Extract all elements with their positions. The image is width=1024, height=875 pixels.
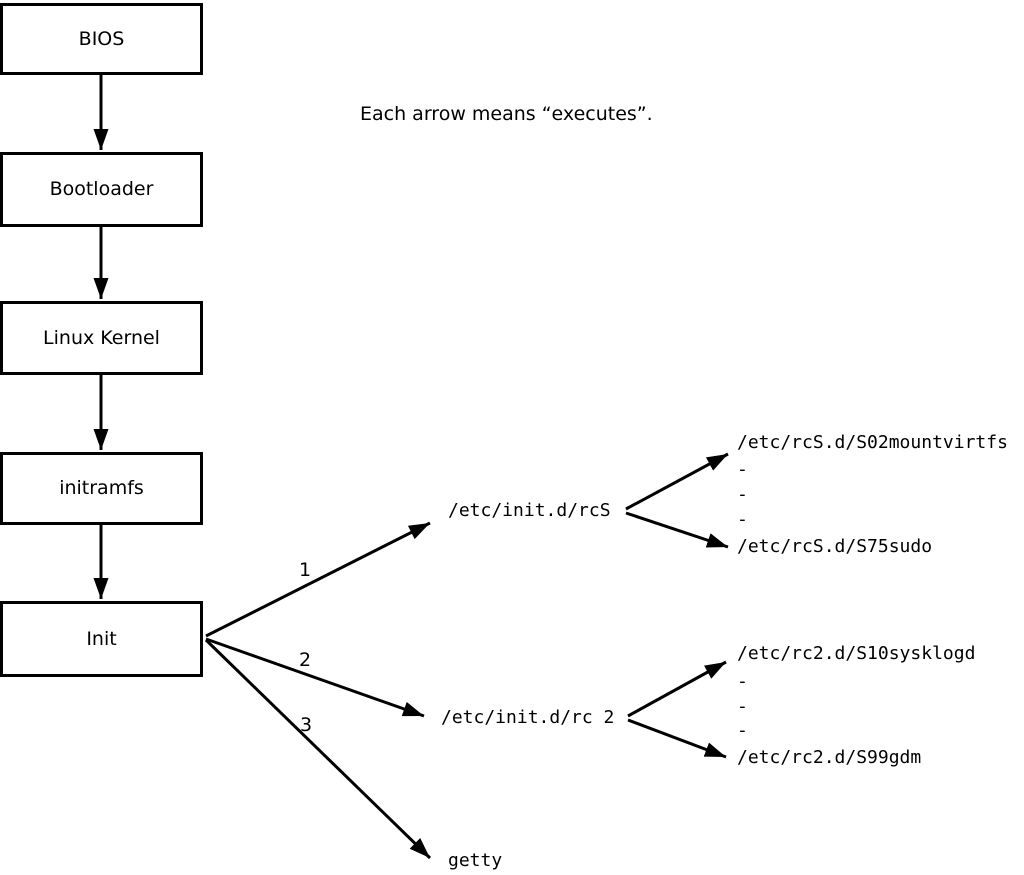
rc2d-ellipsis-dash-3: - xyxy=(737,720,748,741)
arrow-rc2-to-s10sysklogd xyxy=(627,660,727,718)
rcSd-ellipsis-dash-1: - xyxy=(737,459,748,480)
arrow-rcS-to-s02mountvirtfs xyxy=(625,452,729,511)
box-linux-kernel-label: Linux Kernel xyxy=(43,326,160,349)
arrow-init-to-rcS xyxy=(205,521,431,638)
node-rc2d-s99gdm: /etc/rc2.d/S99gdm xyxy=(737,747,922,768)
rcSd-ellipsis-dash-2: - xyxy=(737,484,748,505)
node-rcSd-s02mountvirtfs: /etc/rcS.d/S02mountvirtfs xyxy=(737,432,1008,453)
box-initramfs: initramfs xyxy=(0,452,203,525)
box-bootloader-label: Bootloader xyxy=(49,178,154,200)
branch-number-1: 1 xyxy=(298,559,312,581)
node-getty: getty xyxy=(448,850,503,871)
node-rc2-script: /etc/init.d/rc 2 xyxy=(441,707,615,728)
box-init: Init xyxy=(0,601,203,677)
rc2d-ellipsis-dash-1: - xyxy=(737,671,748,692)
node-rc2d-s10sysklogd: /etc/rc2.d/S10sysklogd xyxy=(737,643,976,664)
arrow-rc2-to-s99gdm xyxy=(627,718,727,759)
box-bios: BIOS xyxy=(0,3,203,75)
box-init-label: Init xyxy=(86,627,117,650)
rcSd-ellipsis-dash-3: - xyxy=(737,509,748,530)
note-arrow-meaning: Each arrow means “executes”. xyxy=(360,103,653,125)
rc2d-ellipsis-dash-2: - xyxy=(737,696,748,717)
box-initramfs-label: initramfs xyxy=(59,477,144,499)
branch-number-3: 3 xyxy=(299,714,313,736)
box-bootloader: Bootloader xyxy=(0,152,203,227)
arrow-init-to-rc2 xyxy=(205,637,425,718)
node-rcSd-s75sudo: /etc/rcS.d/S75sudo xyxy=(737,536,933,557)
arrow-rcS-to-s75sudo xyxy=(625,511,729,549)
arrow-init-to-getty xyxy=(204,638,432,860)
node-rcS-script: /etc/init.d/rcS xyxy=(448,500,611,521)
box-linux-kernel: Linux Kernel xyxy=(0,301,203,375)
box-bios-label: BIOS xyxy=(78,27,125,50)
branch-number-2: 2 xyxy=(298,649,312,671)
